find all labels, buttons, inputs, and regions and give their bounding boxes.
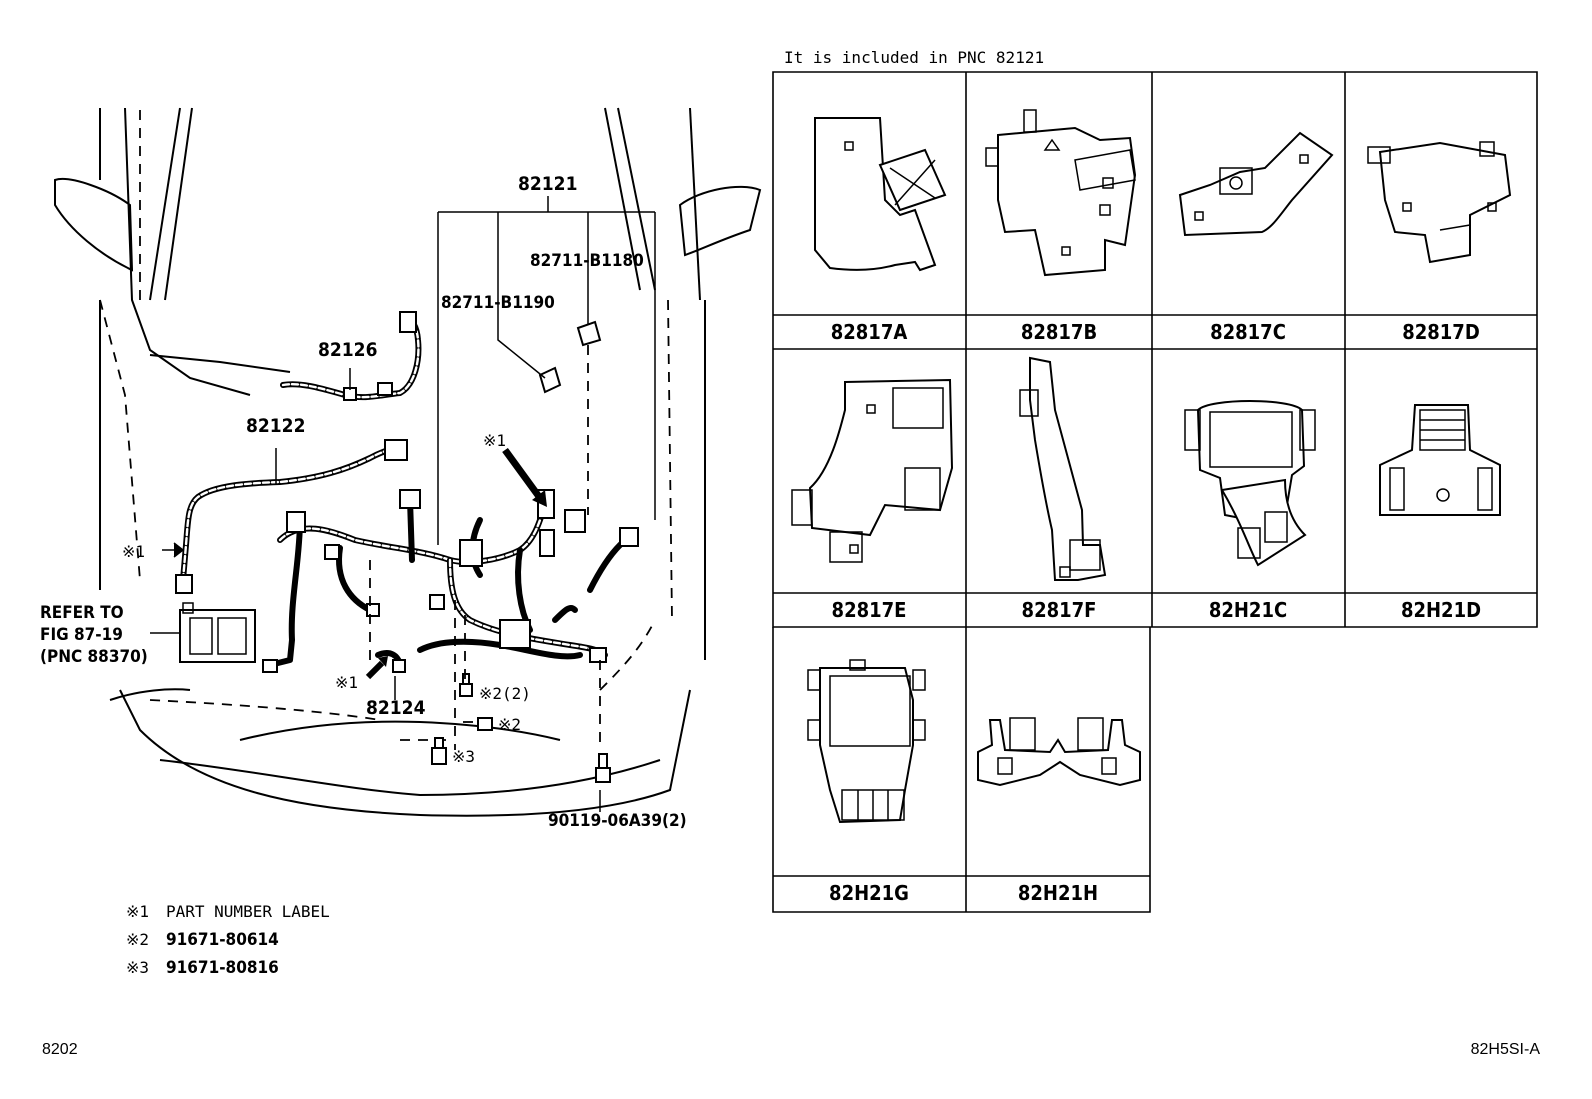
callout-bolt-mark2: ※2 <box>498 715 521 734</box>
parts-grid: 82817A 82817B 82817C 82817D 82817E 82817… <box>772 71 1538 913</box>
long-protector-icon <box>1019 356 1107 581</box>
header-note: It is included in PNC 82121 <box>784 48 1044 67</box>
engine-room-wire-82126 <box>280 311 422 401</box>
label-arrow-top-icon <box>502 447 543 501</box>
clamp-cover-icon <box>1367 141 1512 264</box>
connector-block-icon <box>807 659 926 824</box>
callout-82126: 82126 <box>318 339 377 361</box>
bolt-90119-icon <box>595 753 611 783</box>
junction-block-icon <box>179 602 256 663</box>
vehicle-body-outline <box>54 107 762 817</box>
cell-label-82H21C: 82H21C <box>1209 598 1287 622</box>
callout-bolt-mark3: ※3 <box>452 747 475 766</box>
callout-mark1-top: ※1 <box>483 431 506 450</box>
callout-90119-06A39: 90119-06A39(2) <box>548 811 687 831</box>
leader-lines <box>150 196 656 812</box>
legend-mark-1: ※1 <box>126 902 149 921</box>
clamp-bracket-icon <box>814 117 947 272</box>
sub-wire-82124 <box>375 650 406 673</box>
legend-text-2: 91671-80614 <box>166 930 279 950</box>
main-harness-82121 <box>262 489 639 673</box>
callout-82121: 82121 <box>518 173 577 195</box>
clamp-elbow-icon <box>1178 131 1334 237</box>
callout-mark1-bottom: ※1 <box>335 673 358 692</box>
clip-82711-B1190 <box>538 366 562 394</box>
legend-text-1: PART NUMBER LABEL <box>166 902 330 921</box>
refer-line-3: (PNC 88370) <box>40 647 148 667</box>
cell-label-82H21G: 82H21G <box>829 881 909 905</box>
front-wire-82122 <box>175 439 408 594</box>
twin-clip-icon <box>977 717 1141 787</box>
cell-label-82817F: 82817F <box>1022 598 1097 622</box>
cell-label-82817C: 82817C <box>1210 320 1286 344</box>
legend-mark-3: ※3 <box>126 958 149 977</box>
callout-bolt-mark2-qty: ※2(2) <box>479 684 531 703</box>
refer-line-2: FIG 87-19 <box>40 625 123 645</box>
cell-label-82H21D: 82H21D <box>1401 598 1481 622</box>
page-code: 8202 <box>42 1041 78 1058</box>
callout-82122: 82122 <box>246 415 305 437</box>
cell-label-82817D: 82817D <box>1402 320 1480 344</box>
legend-mark-2: ※2 <box>126 930 149 949</box>
legend: ※1 PART NUMBER LABEL ※2 91671-80614 ※3 9… <box>126 902 330 978</box>
legend-text-3: 91671-80816 <box>166 958 279 978</box>
connector-cover-icon <box>1184 400 1316 567</box>
callout-82124: 82124 <box>366 697 426 719</box>
refer-line-1: REFER TO <box>40 603 124 623</box>
callout-82711-B1180: 82711-B1180 <box>530 251 644 271</box>
label-arrow-bottom-icon <box>365 660 385 680</box>
bolt-mark3-icon <box>431 737 447 765</box>
protector-icon <box>791 378 954 563</box>
callout-mark1-left: ※1 <box>122 542 145 561</box>
bolt-mark2-icon <box>477 717 493 731</box>
cell-label-82817B: 82817B <box>1021 320 1097 344</box>
clip-82711-B1180 <box>576 320 602 347</box>
arrow-head-icon <box>532 490 547 507</box>
arrow-head-icon <box>378 656 388 667</box>
cell-label-82817E: 82817E <box>832 598 907 622</box>
cell-label-82H21H: 82H21H <box>1018 881 1098 905</box>
clamp-block-icon <box>985 109 1137 277</box>
callout-82711-B1190: 82711-B1190 <box>441 293 555 313</box>
bolt-mark2-qty-icon <box>459 673 473 697</box>
cell-label-82817A: 82817A <box>831 320 908 344</box>
connector-housing-icon <box>1379 404 1501 516</box>
figure-id: 82H5SI-A <box>1471 1041 1541 1058</box>
